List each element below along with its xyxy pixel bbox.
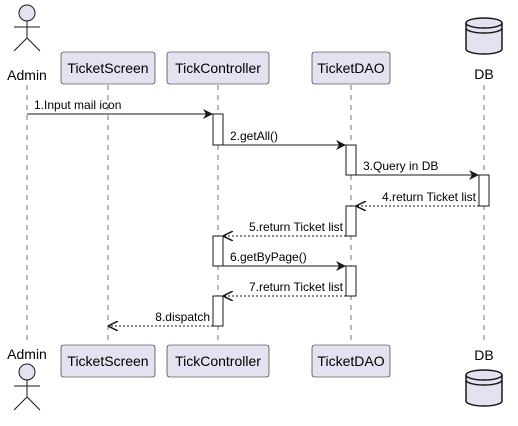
participant-ticketscreen-top: TicketScreen <box>60 51 156 85</box>
participant-ticketscreen-bottom: TicketScreen <box>60 344 156 378</box>
actor-icon <box>13 363 41 411</box>
activation-bar-ticketdao <box>345 144 357 176</box>
participant-name-ticketdao-bottom: TicketDAO <box>317 353 384 369</box>
participant-name-db-top: DB <box>474 66 493 82</box>
activation-bar-tickcontroller <box>212 235 224 267</box>
message-label: 3.Query in DB <box>363 159 438 173</box>
message-label: 5.return Ticket list <box>249 220 344 234</box>
participant-ticketdao-top: TicketDAO <box>311 51 391 85</box>
participant-name-ticketdao-top: TicketDAO <box>317 60 384 76</box>
database-icon <box>465 17 503 55</box>
message-label: 6.getByPage() <box>230 250 307 264</box>
message-label: 4.return Ticket list <box>382 190 477 204</box>
activation-bar-tickcontroller <box>212 295 224 327</box>
participant-name-tickcontroller-bottom: TickController <box>175 353 261 369</box>
message-label: 2.getAll() <box>230 129 278 143</box>
message-label: 8.dispatch <box>155 310 210 324</box>
lifelines <box>26 85 485 343</box>
participant-name-admin-top: Admin <box>7 67 47 83</box>
activation-bar-ticketdao <box>345 205 357 237</box>
activation-bars <box>212 113 490 327</box>
participant-name-admin-bottom: Admin <box>7 346 47 362</box>
participant-tickcontroller-top: TickController <box>166 51 270 85</box>
participant-name-ticketscreen-top: TicketScreen <box>67 60 148 76</box>
participant-name-ticketscreen-bottom: TicketScreen <box>67 353 148 369</box>
participant-headers: AdminAdminTicketScreenTicketScreenTickCo… <box>7 4 503 411</box>
participant-name-db-bottom: DB <box>474 347 493 363</box>
participant-tickcontroller-bottom: TickController <box>166 344 270 378</box>
actor-icon <box>13 4 41 52</box>
participant-db-top: DB <box>465 17 503 82</box>
activation-bar-ticketdao <box>345 265 357 297</box>
participant-ticketdao-bottom: TicketDAO <box>311 344 391 378</box>
messages: 1.Input mail icon 2.getAll() 3.Query in DB… <box>27 98 479 326</box>
activation-bar-tickcontroller <box>212 113 224 146</box>
message-label: 1.Input mail icon <box>34 98 121 112</box>
participant-admin-top: Admin <box>7 4 47 83</box>
participant-admin-bottom: Admin <box>7 346 47 411</box>
message-label: 7.return Ticket list <box>249 280 344 294</box>
participant-name-tickcontroller-top: TickController <box>175 60 261 76</box>
participant-db-bottom: DB <box>465 347 503 407</box>
database-icon <box>465 369 503 407</box>
activation-bar-db <box>478 174 490 207</box>
